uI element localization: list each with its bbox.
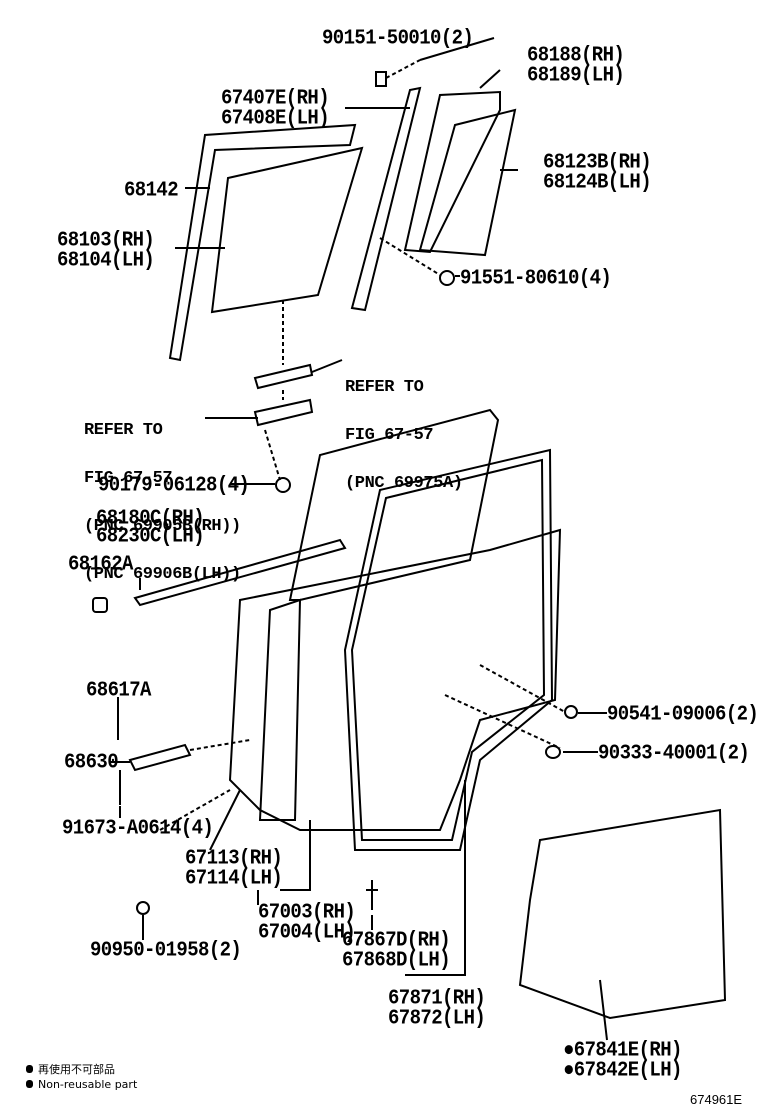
- label-91673-a0614: 91673-A0614(4): [62, 815, 214, 840]
- legend-jp-text: 再使用不可部品: [38, 1063, 115, 1076]
- clip-68162A: [92, 597, 108, 613]
- label-90179-06128: 90179-06128(4): [98, 472, 250, 497]
- label-67872-lh: 67872(LH): [388, 1005, 486, 1030]
- door-check-68630: [128, 743, 192, 772]
- non-reusable-bullet-icon: [26, 1080, 33, 1088]
- label-68162a: 68162A: [68, 551, 133, 576]
- door-panel: [228, 528, 562, 831]
- service-hole-cover: [518, 808, 727, 1020]
- quarter-glass-weatherstrip: [403, 90, 501, 254]
- label-90333-40001: 90333-40001(2): [598, 740, 750, 765]
- label-67408e-lh: 67408E(LH): [221, 105, 330, 130]
- label-67867d-rh: 67867D(RH): [342, 927, 451, 952]
- label-67841e-rh: ●67841E(RH): [563, 1037, 682, 1062]
- label-68124b-lh: 68124B(LH): [543, 169, 652, 194]
- refer-note-2: REFER TO FIG 67-57 (PNC 69905B(RH)) (PNC…: [84, 391, 241, 599]
- label-68189-lh: 68189(LH): [527, 62, 625, 87]
- label-67407e-rh: 67407E(RH): [221, 85, 330, 110]
- label-90541-09006: 90541-09006(2): [607, 701, 759, 726]
- quarter-glass: [418, 108, 517, 257]
- legend-en-text: Non-reusable part: [38, 1078, 138, 1091]
- door-inner: [258, 598, 302, 821]
- glass-run-68142: [168, 123, 357, 362]
- label-68123b-rh: 68123B(RH): [543, 149, 652, 174]
- plug-90950: [136, 901, 150, 915]
- label-68230c-lh: 68230C(LH): [96, 523, 205, 548]
- label-67004-lh: 67004(LH): [258, 919, 356, 944]
- label-68180c-rh: 68180C(RH): [96, 505, 205, 530]
- bolt-90151: [375, 71, 387, 87]
- refer-note-line: REFER TO: [84, 421, 163, 440]
- label-90950-01958: 90950-01958(2): [90, 937, 242, 962]
- refer-note-line: (PNC 69975A): [345, 474, 463, 493]
- label-68142: 68142: [124, 177, 179, 202]
- label-90151-50010: 90151-50010(2): [322, 25, 474, 50]
- door-glass: [210, 146, 364, 314]
- plug-90333: [545, 745, 561, 759]
- refer-note-line: FIG 67-57: [345, 426, 434, 445]
- non-reusable-bullet-icon: [26, 1065, 33, 1073]
- door-opening-seal: [343, 448, 554, 851]
- label-68617a: 68617A: [86, 677, 151, 702]
- label-91551-80610: 91551-80610(4): [460, 265, 612, 290]
- legend-en: Non-reusable part: [26, 1078, 137, 1091]
- label-68103-rh: 68103(RH): [57, 227, 155, 252]
- refer-note-line: (PNC 69906B(LH)): [84, 565, 241, 584]
- lift-channel-upper: [253, 363, 314, 390]
- division-channel: [350, 86, 422, 312]
- label-67842e-lh: ●67842E(LH): [563, 1057, 682, 1082]
- label-67114-lh: 67114(LH): [185, 865, 283, 890]
- lift-channel-lower: [253, 398, 314, 427]
- bolt-90179: [275, 477, 291, 493]
- clip-67867D: [366, 880, 378, 910]
- screw-91551: [439, 270, 455, 286]
- legend-jp: 再使用不可部品: [26, 1061, 115, 1077]
- label-67003-rh: 67003(RH): [258, 899, 356, 924]
- label-68188-rh: 68188(RH): [527, 42, 625, 67]
- label-68630: 68630: [64, 749, 119, 774]
- label-67113-rh: 67113(RH): [185, 845, 283, 870]
- nut-90541: [564, 705, 578, 719]
- refer-note-line: REFER TO: [345, 378, 424, 397]
- figure-id: 674961E: [690, 1092, 743, 1107]
- label-68104-lh: 68104(LH): [57, 247, 155, 272]
- label-67868d-lh: 67868D(LH): [342, 947, 451, 972]
- refer-note-line: FIG 67-57: [84, 469, 173, 488]
- label-67871-rh: 67871(RH): [388, 985, 486, 1010]
- refer-note-1: REFER TO FIG 67-57 (PNC 69975A): [345, 348, 463, 508]
- refer-note-line: (PNC 69905B(RH)): [84, 517, 241, 536]
- belt-weatherstrip: [133, 538, 347, 607]
